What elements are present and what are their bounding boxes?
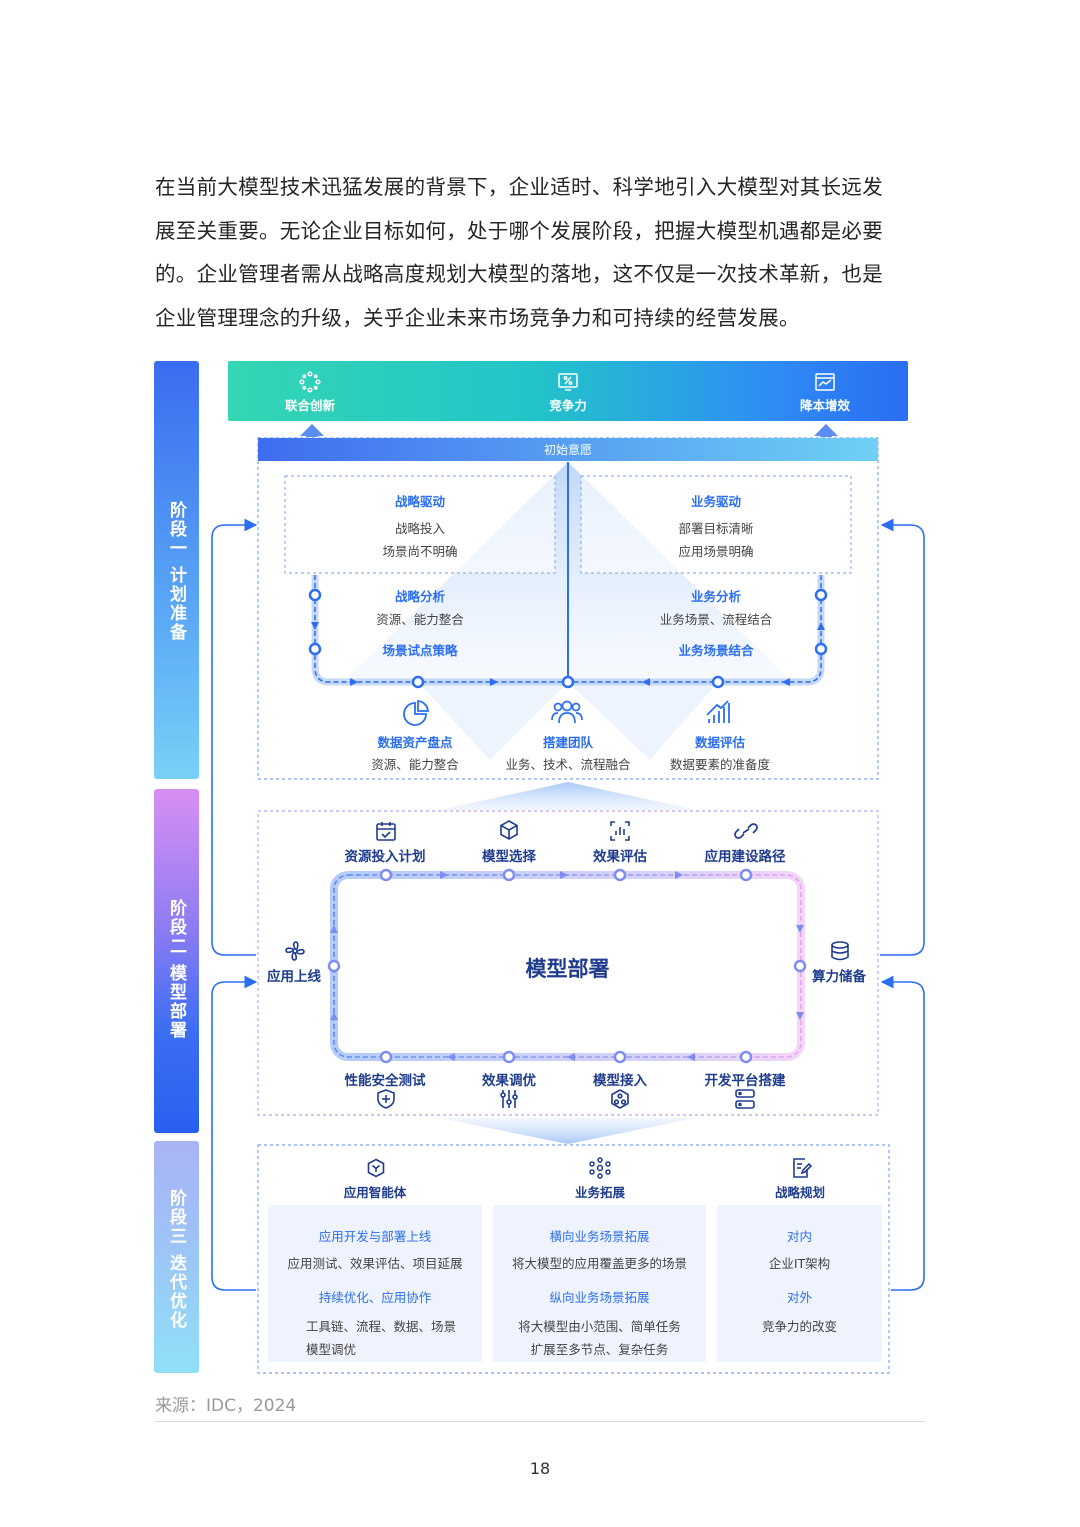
intro-line-1: 在当前大模型技术迅猛发展的背景下，企业适时、科学地引入大模型对其长远发: [155, 175, 883, 199]
percent-screen-icon: [558, 373, 578, 391]
server-icon: [735, 1089, 755, 1109]
s3-col2-t1: 将大模型的应用覆盖更多的场景: [511, 1256, 687, 1271]
strategy-analysis-title: 战略分析: [394, 589, 445, 604]
s3-col2-h1: 横向业务场景拓展: [549, 1229, 650, 1244]
strategy-drive-title: 战略驱动: [394, 494, 445, 509]
bar-chart-icon: [610, 821, 630, 841]
calendar-check-icon: [376, 822, 396, 841]
s3-col2-t2a: 将大模型由小范围、简单任务: [518, 1319, 681, 1334]
shield-plus-icon: [377, 1089, 395, 1109]
database-icon: [831, 941, 849, 961]
s2-bottom-2: 模型接入: [593, 1073, 647, 1089]
phase-label-1: 阶段一 计划准备: [166, 501, 186, 642]
data-assets-title: 数据资产盘点: [377, 735, 453, 750]
s2-top-2: 效果评估: [593, 849, 647, 865]
s2-top-0: 资源投入计划: [344, 849, 426, 865]
s2-bottom-0: 性能安全测试: [344, 1073, 426, 1089]
s3-col1-card: 应用开发与部署上线 应用测试、效果评估、项目延展 持续优化、应用协作 工具链、流…: [268, 1205, 482, 1362]
phase-bar-2: 阶段二 模型部署: [154, 789, 199, 1133]
intro-paragraph: 在当前大模型技术迅猛发展的背景下，企业适时、科学地引入大模型对其长远发 展至关重…: [155, 166, 930, 340]
s3-col3-h1: 对内: [786, 1229, 812, 1244]
business-analysis-title: 业务分析: [690, 589, 741, 604]
strategy-drive-line2: 场景尚不明确: [382, 544, 458, 559]
phase-bar-3: 阶段三 迭代优化: [154, 1141, 199, 1373]
chart-window-icon: [815, 373, 835, 391]
outcome-competitiveness-label: 竞争力: [549, 398, 587, 413]
source-note: 来源：IDC，2024: [155, 1396, 297, 1416]
phase-label-3: 阶段三 迭代优化: [166, 1189, 186, 1330]
document-edit-icon: [793, 1158, 812, 1178]
s3-col3-t2a: 竞争力的改变: [761, 1319, 837, 1334]
intro-line-2: 展至关重要。无论企业目标如何，处于哪个发展阶段，把握大模型机遇都是必要: [155, 218, 883, 243]
phase-label-2: 阶段二 模型部署: [166, 899, 186, 1040]
data-eval-title: 数据评估: [694, 735, 745, 750]
network-nodes-icon: [589, 1157, 611, 1179]
team-icon: [551, 700, 583, 724]
link-icon: [734, 823, 758, 839]
s3-col2-h2: 纵向业务场景拓展: [549, 1290, 650, 1305]
s3-col1-title: 应用智能体: [343, 1185, 407, 1200]
s2-top-3: 应用建设路径: [704, 849, 786, 865]
s3-col1-h1: 应用开发与部署上线: [318, 1229, 432, 1244]
hex-nodes-icon: [611, 1089, 629, 1109]
strategy-analysis-sub: 资源、能力整合: [376, 612, 464, 627]
outcome-cost-reduction-label: 降本增效: [799, 398, 850, 413]
s2-bottom-3: 开发平台搭建: [704, 1073, 786, 1089]
s3-col3-t1: 企业IT架构: [768, 1256, 831, 1271]
outcome-cost-reduction: 降本增效: [770, 361, 880, 414]
business-drive-line2: 应用场景明确: [678, 544, 754, 559]
s3-col2-title: 业务拓展: [574, 1185, 625, 1200]
page-number: 18: [529, 1459, 551, 1478]
fan-icon: [285, 941, 305, 961]
outcome-joint-innovation-label: 联合创新: [284, 398, 335, 413]
s3-col2-t2b: 扩展至多节点、复杂任务: [530, 1342, 669, 1357]
build-team-title: 搭建团队: [542, 735, 593, 750]
business-analysis-sub: 业务场景、流程结合: [659, 612, 773, 627]
pie-chart-icon: [403, 700, 429, 726]
bar-growth-icon: [706, 700, 730, 723]
s3-col2-card: 横向业务场景拓展 将大模型的应用覆盖更多的场景 纵向业务场景拓展 将大模型由小范…: [493, 1205, 706, 1362]
s2-right-label: 算力储备: [812, 969, 866, 985]
s2-bottom-1: 效果调优: [482, 1073, 536, 1089]
model-deploy-title: 模型部署: [525, 957, 610, 981]
outcome-competitiveness: 竞争力: [513, 361, 623, 414]
build-team-sub: 业务、技术、流程融合: [505, 757, 631, 772]
s3-col3-card: 对内 企业IT架构 对外 竞争力的改变: [717, 1205, 882, 1362]
hexagon-agent-icon: [367, 1158, 385, 1178]
initial-intent-header: 初始意愿: [543, 443, 592, 457]
s3-col1-t2b: 模型调优: [306, 1342, 357, 1357]
intro-line-3: 的。企业管理者需从战略高度规划大模型的落地，这不仅是一次技术革新，也是: [155, 262, 883, 286]
business-drive-line1: 部署目标清晰: [678, 521, 754, 536]
business-drive-title: 业务驱动: [690, 494, 741, 509]
data-eval-sub: 数据要素的准备度: [669, 757, 770, 772]
s3-col1-t2a: 工具链、流程、数据、场景: [306, 1319, 457, 1334]
s3-col3-h2: 对外: [786, 1290, 812, 1305]
dots-circle-icon: [299, 371, 321, 393]
s2-top-1: 模型选择: [482, 849, 536, 865]
cube-icon: [500, 820, 518, 840]
data-assets-sub: 资源、能力整合: [371, 757, 459, 772]
footer-divider: [155, 1421, 925, 1422]
sliders-icon: [500, 1090, 518, 1108]
s2-left-label: 应用上线: [267, 969, 321, 985]
s3-col1-h2: 持续优化、应用协作: [318, 1290, 432, 1305]
outcome-bar: 联合创新 竞争力 降本增效: [228, 361, 908, 421]
phase-bar-1: 阶段一 计划准备: [154, 361, 199, 779]
s3-col3-title: 战略规划: [774, 1185, 825, 1200]
outcome-joint-innovation: 联合创新: [255, 361, 365, 414]
intro-line-4: 企业管理理念的升级，关乎企业未来市场竞争力和可持续的经营发展。: [155, 305, 800, 330]
s3-col1-t1: 应用测试、效果评估、项目延展: [287, 1256, 463, 1271]
strategy-drive-line1: 战略投入: [394, 521, 445, 536]
business-scene-title: 业务场景结合: [678, 643, 754, 658]
scene-pilot-title: 场景试点策略: [382, 643, 458, 658]
